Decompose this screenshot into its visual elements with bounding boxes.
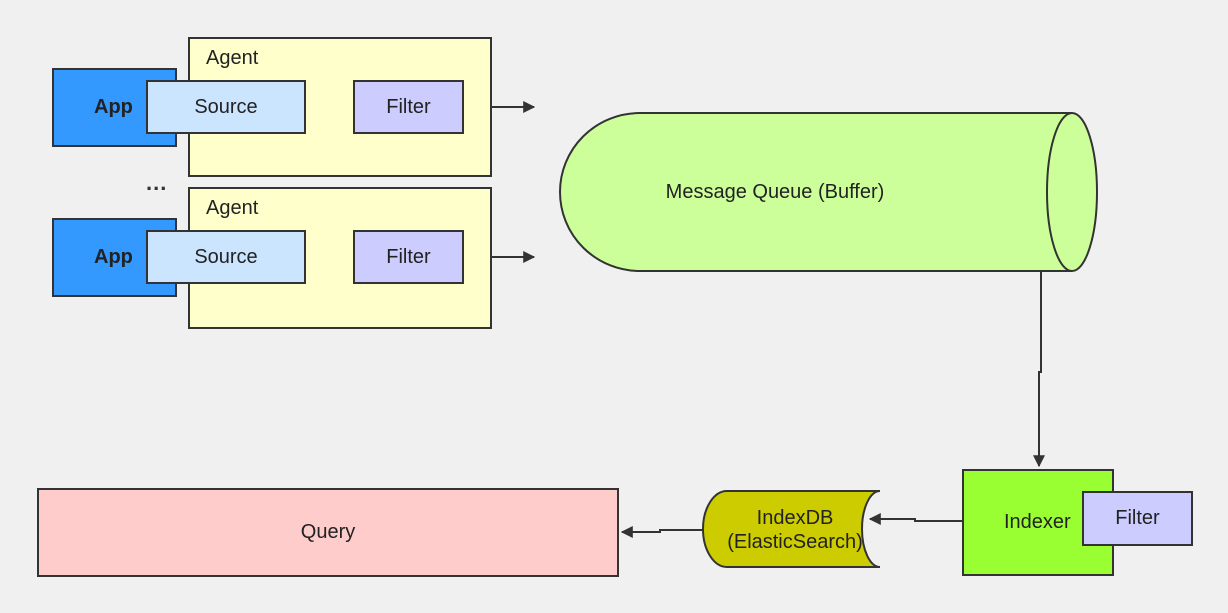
filter-label-bottom: Filter	[386, 245, 431, 268]
agent-title-top: Agent	[206, 47, 259, 69]
indexer-filter-box: Filter	[1082, 491, 1193, 546]
agent-title-bottom: Agent	[206, 197, 259, 219]
source-label-top: Source	[194, 95, 258, 118]
arrow-indexdb-to-query	[620, 526, 703, 538]
indexdb-cylinder	[702, 490, 881, 568]
source-label-bottom: Source	[194, 245, 258, 268]
indexdb-label: IndexDB (ElasticSearch)	[710, 506, 880, 554]
arrow-indexer-to-indexdb	[868, 513, 962, 525]
ellipsis: ...	[146, 170, 168, 195]
indexdb-label-line2: (ElasticSearch)	[727, 531, 863, 553]
filter-label-top: Filter	[386, 95, 431, 118]
arrow-queue-to-indexer	[1033, 271, 1045, 468]
message-queue-cylinder	[559, 112, 1098, 272]
indexer-filter-label: Filter	[1115, 507, 1160, 529]
source-box-top: Source	[146, 80, 306, 134]
message-queue-label: Message Queue (Buffer)	[665, 181, 885, 203]
filter-box-top: Filter	[353, 80, 464, 134]
source-box-bottom: Source	[146, 230, 306, 284]
indexdb-label-line1: IndexDB	[756, 507, 834, 529]
indexer-label: Indexer	[1004, 511, 1071, 533]
app-label-bottom: App	[94, 246, 133, 268]
app-label-top: App	[94, 96, 133, 118]
query-box: Query	[37, 488, 619, 577]
query-label: Query	[300, 521, 356, 543]
filter-box-bottom: Filter	[353, 230, 464, 284]
